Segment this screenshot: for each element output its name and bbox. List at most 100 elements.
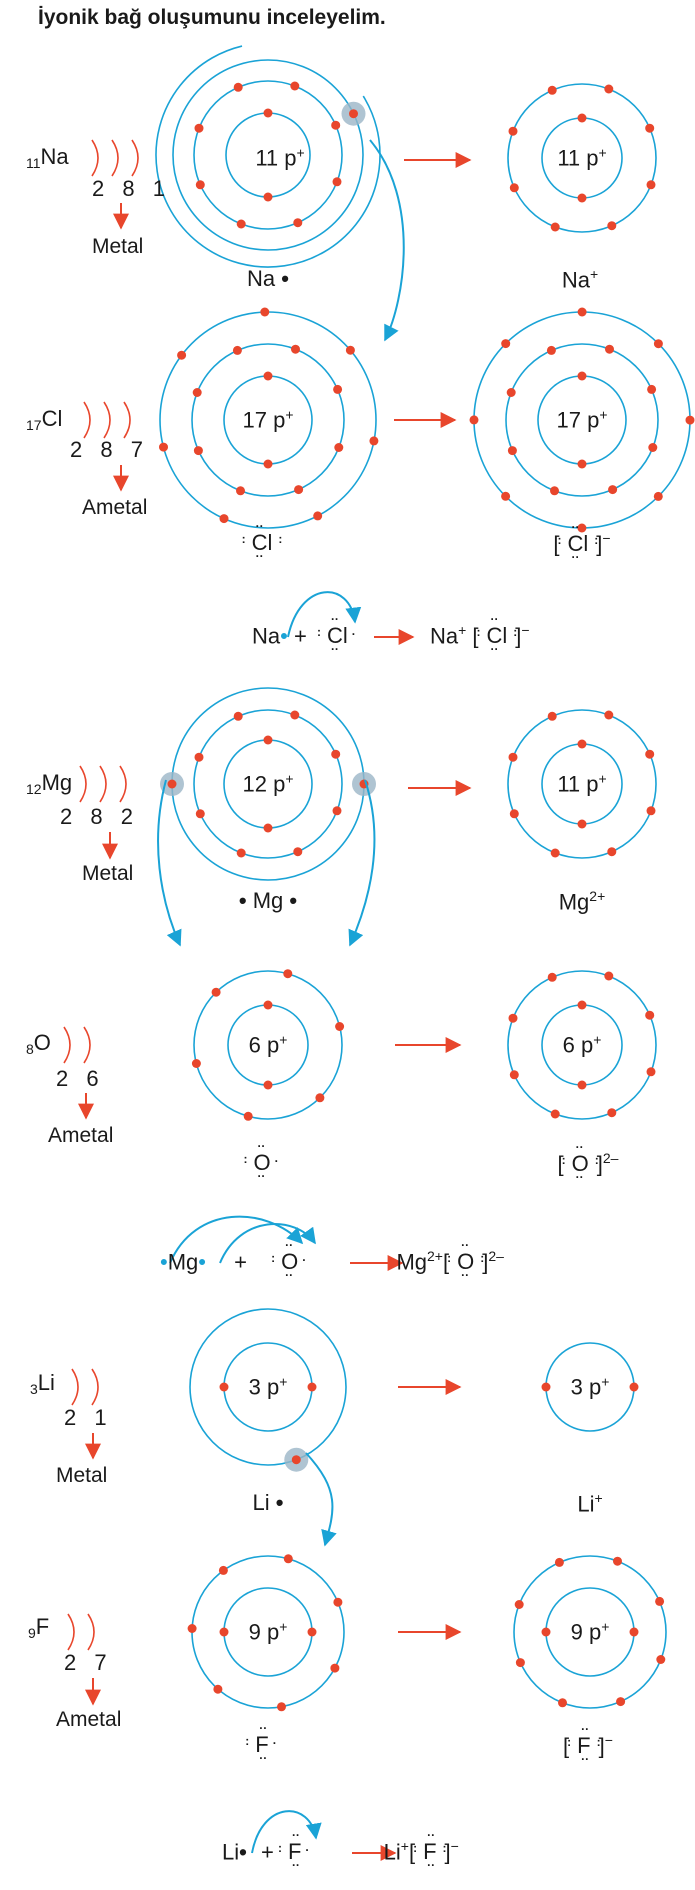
li-shells: 2 1 <box>64 1405 113 1430</box>
transfer-arrow-mg-o-left <box>157 779 182 947</box>
li-kind: Metal <box>56 1464 108 1487</box>
mg-ion-electron <box>645 749 655 759</box>
mg-ion-shell-2 <box>507 709 657 859</box>
f-ion-electron <box>655 1596 665 1606</box>
cl-ion-electron <box>685 415 695 425</box>
na-ion-shell-2 <box>507 83 657 233</box>
cl-ion-electron <box>653 339 663 349</box>
o-ion-nucleus: 6 p+ <box>562 1031 602 1058</box>
f-atom-electron <box>333 1597 343 1607</box>
o-shells: 2 6 <box>56 1066 105 1091</box>
mg-ion-electron <box>646 806 656 816</box>
cl-atom-electron <box>294 485 304 495</box>
cl-ion-electron <box>577 523 587 533</box>
cl-atom-caption: :Cl:···· <box>241 519 283 563</box>
li-ion-caption: Li+ <box>577 1490 603 1517</box>
cl-atom-electron <box>291 344 300 354</box>
na-atom-electron <box>332 177 342 187</box>
na-ion-electron <box>547 85 557 95</box>
cl-atom-electron <box>177 350 187 360</box>
f-symbol: 9F <box>28 1614 50 1641</box>
cl-atom-electron <box>313 511 323 521</box>
mg-atom-electron <box>195 809 205 819</box>
mg-atom-nucleus: 12 p+ <box>242 770 294 797</box>
cl-atom-electron <box>263 371 273 381</box>
cl-ion-electron <box>469 415 479 425</box>
na-ion-nucleus: 11 p+ <box>557 144 607 171</box>
o-ion-electron <box>604 971 614 981</box>
na-atom-electron <box>331 120 341 130</box>
o-ion-electron <box>646 1067 656 1077</box>
cl-ion-electron <box>647 384 657 394</box>
mg-atom-electron <box>194 752 204 762</box>
li-atom-caption: Li • <box>252 1490 284 1515</box>
f-atom-electron <box>187 1624 197 1633</box>
mg-ion-caption: Mg2+ <box>558 888 606 915</box>
cl-kind: Ametal <box>82 496 148 519</box>
li-ion-electron <box>541 1382 551 1392</box>
cl-atom-electron <box>260 307 270 317</box>
cl-ion-electron <box>608 485 618 495</box>
cl-atom-electron <box>345 345 355 355</box>
cl-atom-electron <box>219 514 229 524</box>
f-atom-electron <box>307 1627 317 1637</box>
f-ion-electron <box>629 1627 639 1637</box>
transfer-arrow-li-f <box>305 1452 337 1547</box>
cl-atom-electron <box>192 388 202 397</box>
cl-ion-electron <box>506 388 516 397</box>
o-atom-electron <box>283 969 293 979</box>
na-atom-electron <box>290 81 300 91</box>
cl-ion-electron <box>605 344 614 354</box>
page-title: İyonik bağ oluşumunu inceleyelim. <box>38 6 386 29</box>
f-atom-electron <box>213 1684 223 1694</box>
f-atom-electron <box>218 1565 228 1575</box>
o-atom-electron <box>191 1059 201 1068</box>
na-atom-shell-2 <box>193 80 343 230</box>
na-atom-electron <box>236 219 246 229</box>
o-ion-shell-2 <box>507 970 657 1120</box>
na-kind: Metal <box>92 235 144 258</box>
f-shells: 2 7 <box>64 1650 113 1675</box>
li-symbol: 3Li <box>30 1370 55 1397</box>
li-atom-nucleus: 3 p+ <box>248 1373 288 1400</box>
na-atom-electron <box>195 180 205 190</box>
na-atom-nucleus: 11 p+ <box>255 144 305 171</box>
mg-atom-electron <box>293 847 303 857</box>
cl-ion-electron <box>546 345 556 355</box>
cl-ion-electron <box>577 307 587 317</box>
mg-ion-electron <box>607 847 617 857</box>
f-ion-nucleus: 9 p+ <box>570 1618 610 1645</box>
o-atom-electron <box>263 1080 273 1090</box>
equation-mg-o: •Mg• + :O····· Mg2+[:O:····]2– <box>160 1238 504 1283</box>
o-ion-electron <box>645 1010 655 1020</box>
f-atom-electron <box>277 1702 286 1712</box>
o-atom-electron <box>315 1093 325 1103</box>
na-atom-electron <box>194 123 204 133</box>
cl-atom-electron <box>159 442 168 452</box>
o-atom-shell-2 <box>193 970 343 1120</box>
na-ion-electron <box>646 180 656 190</box>
mg-kind: Metal <box>82 862 134 885</box>
cl-ion-nucleus: 17 p+ <box>556 406 608 433</box>
cl-atom-electron <box>263 459 273 469</box>
f-kind: Ametal <box>56 1708 122 1731</box>
na-shells: 2 8 1 <box>92 176 171 201</box>
cl-ion-electron <box>501 339 511 349</box>
na-atom-outer-orbit <box>155 42 381 268</box>
f-atom-electron <box>283 1554 293 1564</box>
li-atom-electron <box>219 1382 229 1392</box>
mg-atom-electron <box>263 823 273 833</box>
na-ion-electron <box>509 183 519 193</box>
mg-ion-electron <box>577 819 587 829</box>
na-atom-caption: Na • <box>247 266 289 291</box>
li-ion-nucleus: 3 p+ <box>570 1373 610 1400</box>
f-ion-electron <box>514 1600 524 1609</box>
f-ion-electron <box>541 1627 551 1637</box>
na-atom-electron <box>293 218 303 228</box>
cl-ion-electron <box>507 446 517 456</box>
o-ion-electron <box>547 972 557 982</box>
o-ion-electron <box>577 1080 587 1090</box>
o-symbol: 8O <box>26 1030 51 1057</box>
cl-ion-electron <box>653 491 663 501</box>
